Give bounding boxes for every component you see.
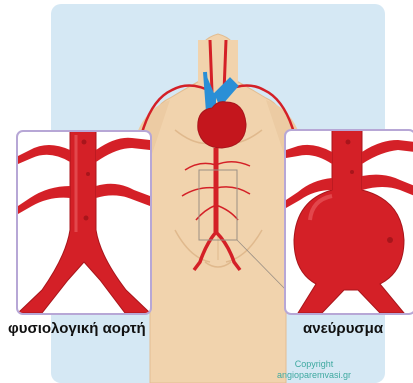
normal-aorta-ostium-2 [86, 172, 90, 176]
aneurysm-ostium-3 [387, 237, 393, 243]
copyright-line-1: Copyright [263, 359, 365, 370]
copyright-line-2: angioparemvasi.gr [263, 370, 365, 381]
aneurysm-ostium-1 [346, 140, 351, 145]
normal-aorta-label: φυσιολογική αορτή [8, 320, 146, 337]
copyright-notice: Copyright angioparemvasi.gr [263, 359, 365, 381]
normal-aorta-ostium-3 [84, 216, 89, 221]
normal-aorta-ostium-1 [82, 140, 87, 145]
normal-aorta-inset [17, 131, 151, 314]
aneurysm-label: ανεύρυσμα [303, 320, 383, 337]
aneurysm-inset [285, 130, 413, 314]
aneurysm-ostium-2 [350, 170, 354, 174]
